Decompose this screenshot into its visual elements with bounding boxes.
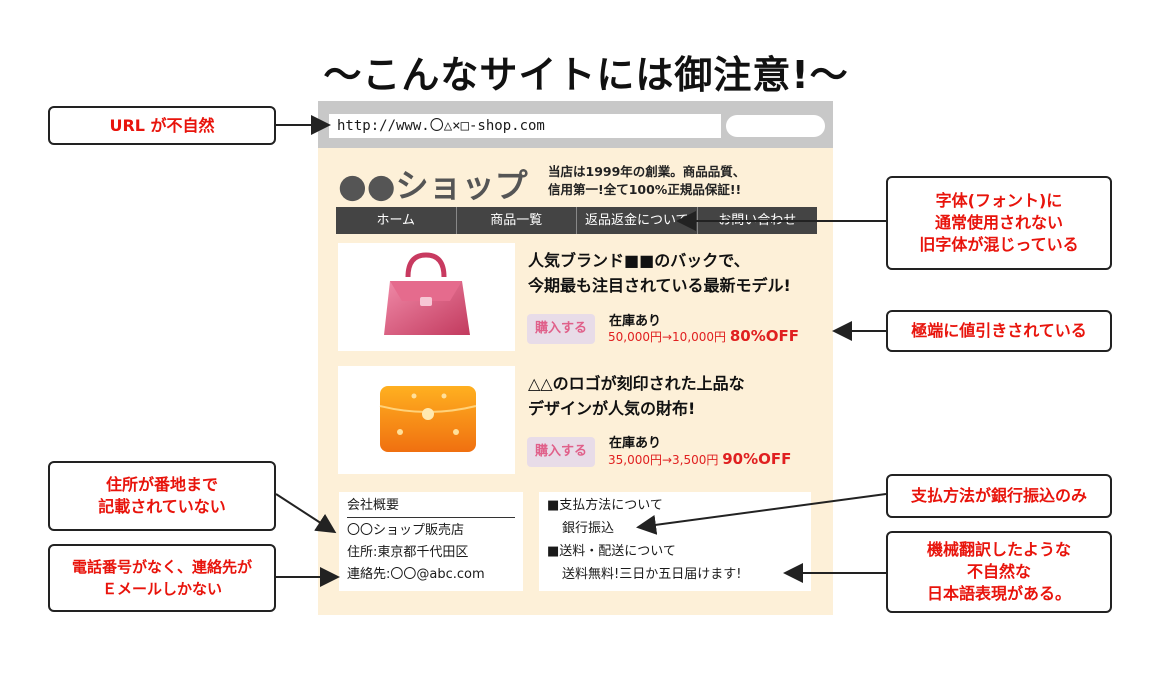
stock-status: 在庫あり bbox=[609, 314, 662, 329]
callout-address: 住所が番地まで 記載されていない bbox=[48, 461, 276, 531]
payment-heading: ■支払方法について bbox=[547, 498, 663, 513]
tagline-line: 当店は1999年の創業。商品品質、 bbox=[548, 164, 746, 179]
page-title: 〜こんなサイトには御注意!〜 bbox=[323, 53, 849, 97]
callout-discount: 極端に値引きされている bbox=[886, 310, 1112, 352]
shipping-info: 送料無料!三日か五日届けます! bbox=[562, 567, 742, 582]
callout-line: 機械翻訳したような bbox=[926, 540, 1071, 559]
callout-line: 電話番号がなく、連絡先が bbox=[71, 558, 252, 576]
price-text: 35,000円→3,500円 bbox=[608, 453, 719, 467]
callout-line: Ｅメールしかない bbox=[101, 580, 222, 598]
callout-phone: 電話番号がなく、連絡先が Ｅメールしかない bbox=[48, 544, 276, 612]
mock-browser-window: http://www.〇△×□-shop.com ●●ショップ 当店は1999年… bbox=[318, 101, 833, 615]
callout-bank-transfer: 支払方法が銀行振込のみ bbox=[886, 474, 1112, 518]
shipping-heading: ■送料・配送について bbox=[547, 544, 676, 559]
product-desc-line: 今期最も注目されている最新モデル! bbox=[528, 276, 791, 295]
payment-info: ■支払方法について 銀行振込 ■送料・配送について 送料無料!三日か五日届けます… bbox=[539, 492, 811, 591]
product-desc-line: 人気ブランド■■のバックで、 bbox=[528, 251, 750, 270]
company-info: 会社概要 〇〇ショップ販売店 住所:東京都千代田区 連絡先:〇〇@abc.com bbox=[339, 492, 523, 591]
nav-item-home: ホーム bbox=[336, 207, 457, 234]
callout-machine-translation: 機械翻訳したような 不自然な 日本語表現がある。 bbox=[886, 531, 1112, 613]
search-bar bbox=[726, 115, 825, 137]
discount-label: 90%OFF bbox=[722, 450, 792, 468]
product-desc-line: デザインが人気の財布! bbox=[528, 399, 696, 418]
callout-url: URL が不自然 bbox=[48, 106, 276, 145]
product-description: 人気ブランド■■のバックで、 今期最も注目されている最新モデル! bbox=[528, 248, 791, 298]
callout-line: 日本語表現がある。 bbox=[926, 584, 1071, 603]
product-desc-line: △△のロゴが刻印された上品な bbox=[528, 374, 745, 393]
callout-line: 不自然な bbox=[966, 562, 1031, 581]
product-description: △△のロゴが刻印された上品な デザインが人気の財布! bbox=[528, 371, 745, 421]
buy-button[interactable]: 購入する bbox=[527, 314, 595, 344]
company-name: 〇〇ショップ販売店 bbox=[347, 523, 465, 538]
discount-label: 80%OFF bbox=[729, 327, 800, 345]
payment-method: 銀行振込 bbox=[562, 521, 615, 536]
price-info: 50,000円→10,000円 80%OFF bbox=[608, 327, 799, 345]
wallet-image bbox=[338, 366, 515, 474]
browser-toolbar: http://www.〇△×□-shop.com bbox=[318, 101, 833, 148]
shop-logo: ●●ショップ bbox=[338, 166, 528, 205]
callout-font: 字体(フォント)に 通常使用されない 旧字体が混じっている bbox=[886, 176, 1112, 270]
callout-line: 字体(フォント)に bbox=[935, 191, 1063, 210]
stock-status: 在庫あり bbox=[609, 436, 662, 451]
buy-button[interactable]: 購入する bbox=[527, 437, 595, 467]
shop-tagline: 当店は1999年の創業。商品品質、 信用第一!全て100%正規品保証!! bbox=[548, 163, 745, 199]
handbag-image bbox=[338, 243, 515, 351]
company-heading: 会社概要 bbox=[347, 495, 515, 518]
tagline-line: 信用第一!全て100%正規品保証!! bbox=[548, 182, 742, 197]
company-address: 住所:東京都千代田区 bbox=[347, 545, 469, 560]
company-contact: 連絡先:〇〇@abc.com bbox=[347, 567, 485, 582]
price-info: 35,000円→3,500円 90%OFF bbox=[608, 450, 791, 468]
price-text: 50,000円→10,000円 bbox=[608, 330, 727, 344]
callout-line: 住所が番地まで bbox=[105, 475, 218, 494]
nav-item-products: 商品一覧 bbox=[457, 207, 577, 234]
callout-line: 旧字体が混じっている bbox=[919, 235, 1079, 254]
callout-line: 記載されていない bbox=[98, 497, 226, 516]
url-bar: http://www.〇△×□-shop.com bbox=[329, 114, 721, 138]
callout-line: 通常使用されない bbox=[934, 213, 1063, 232]
